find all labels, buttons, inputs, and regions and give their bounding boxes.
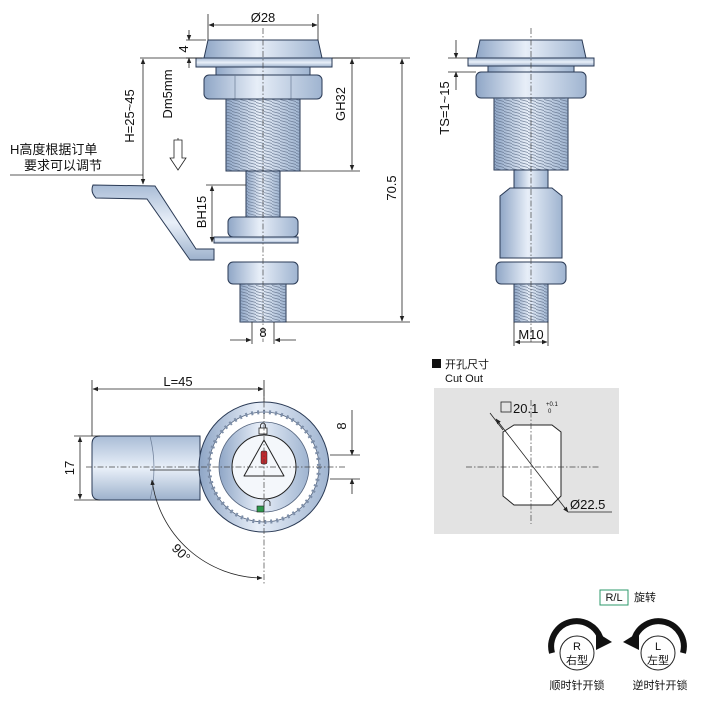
side-cam — [499, 187, 563, 259]
h-note-line1: H高度根据订单 — [10, 142, 97, 157]
left-caption: 逆时针开锁 — [633, 678, 688, 692]
square-symbol — [500, 401, 512, 413]
cutout-tol-upper: +0.1 — [546, 402, 559, 408]
left-type: 左型 — [647, 653, 669, 667]
dim-head-4: 4 — [176, 45, 191, 52]
side-view: TS=1~15 M10 — [437, 28, 595, 346]
cutout-title-en: Cut Out — [445, 373, 483, 385]
dim-gh32: GH32 — [333, 87, 348, 121]
dim-dm5: Dm5mm — [160, 69, 175, 118]
dim-ts: TS=1~15 — [437, 81, 452, 135]
dim-width-17: 17 — [62, 461, 77, 475]
cutout-tol-lower: 0 — [548, 409, 552, 415]
dim-m10: M10 — [518, 327, 543, 342]
top-view: L=45 17 8 90° — [62, 374, 360, 584]
dim-right-8: 8 — [334, 422, 349, 429]
dim-angle-90: 90° — [169, 541, 194, 566]
right-type: 右型 — [566, 653, 588, 667]
rl-badge-text: R/L — [605, 592, 622, 604]
dim-length-70-5: 70.5 — [384, 175, 399, 200]
rl-badge — [599, 589, 629, 606]
right-caption: 顺时针开锁 — [550, 678, 605, 692]
rl-text: 旋转 — [634, 590, 656, 604]
front-cam-arm — [91, 184, 215, 261]
front-flange — [195, 57, 333, 68]
dim-width-8: 8 — [259, 325, 266, 340]
left-type-icon: L 左型 — [623, 618, 687, 671]
dim-h-range: H=25~45 — [122, 89, 137, 143]
cutout-square-dim: 20.1 — [513, 401, 538, 416]
closed-lock-icon — [258, 422, 268, 435]
top-cam-arm — [91, 435, 201, 501]
dim-bh15: BH15 — [194, 196, 209, 229]
dim-l45: L=45 — [163, 374, 192, 389]
cutout-section: 开孔尺寸 Cut Out 20.1 +0.1 0 Ø22.5 — [432, 357, 619, 534]
cutout-title-marker — [432, 359, 441, 368]
rotation-legend: R/L 旋转 R 右型 顺时针开锁 L 左型 逆时针开锁 — [548, 589, 688, 692]
cutout-title-cn: 开孔尺寸 — [445, 357, 489, 371]
dim-diameter-28: Ø28 — [251, 10, 276, 25]
front-cam-plate — [213, 236, 299, 244]
right-type-icon: R 右型 — [548, 618, 612, 671]
left-letter: L — [655, 641, 661, 653]
front-view: Ø28 4 H=25~45 Dm5mm H高度根据订单 要求可以调节 GH32 … — [10, 10, 410, 344]
cutout-diameter: Ø22.5 — [570, 497, 605, 512]
right-letter: R — [573, 641, 581, 653]
h-note-line2: 要求可以调节 — [24, 158, 102, 173]
